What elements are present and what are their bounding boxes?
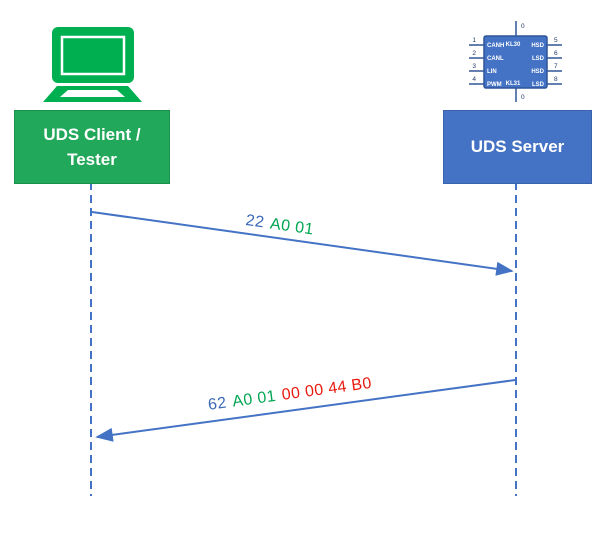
chip-pin-num-1: 1 bbox=[472, 37, 476, 44]
chip-label-pwm: PWM bbox=[487, 82, 502, 88]
chip-pin-num-6: 6 bbox=[554, 50, 558, 57]
chip-label-canh: CANH bbox=[487, 43, 504, 49]
chip-body bbox=[483, 35, 548, 89]
request-sid-byte: 22 bbox=[244, 212, 266, 232]
response-sid-byte: 62 bbox=[207, 394, 228, 414]
chip-label-kl30: KL30 bbox=[506, 42, 521, 48]
laptop-icon bbox=[43, 27, 142, 102]
ecu-chip-icon: 0 0 1 2 3 4 5 6 7 8 CANH CANL LIN PWM HS… bbox=[469, 21, 562, 102]
chip-label-lsd-2: LSD bbox=[532, 82, 545, 88]
chip-label-lin: LIN bbox=[487, 69, 497, 75]
chip-pin-num-8: 8 bbox=[554, 76, 558, 83]
chip-label-hsd-2: HSD bbox=[531, 69, 544, 75]
client-label-line2: Tester bbox=[67, 150, 117, 169]
response-arrow bbox=[95, 379, 516, 442]
chip-pin-num-5: 5 bbox=[554, 37, 558, 44]
chip-pin-num-2: 2 bbox=[472, 50, 476, 57]
server-label: UDS Server bbox=[470, 137, 565, 157]
server-actor-box: UDS Server bbox=[443, 110, 592, 184]
client-label-line1: UDS Client / bbox=[43, 124, 141, 144]
chip-pin-num-bottom: 0 bbox=[521, 94, 525, 101]
chip-label-hsd-1: HSD bbox=[531, 43, 544, 49]
client-actor-box: UDS Client / Tester bbox=[14, 110, 170, 184]
chip-pin-num-7: 7 bbox=[554, 63, 558, 70]
request-arrow bbox=[91, 211, 514, 276]
chip-pin-num-4: 4 bbox=[472, 76, 476, 83]
chip-label-canl: CANL bbox=[487, 56, 504, 62]
chip-label-lsd-1: LSD bbox=[532, 56, 545, 62]
chip-label-kl31: KL31 bbox=[506, 81, 521, 87]
chip-pin-num-3: 3 bbox=[472, 63, 476, 70]
chip-pin-num-top: 0 bbox=[521, 23, 525, 30]
